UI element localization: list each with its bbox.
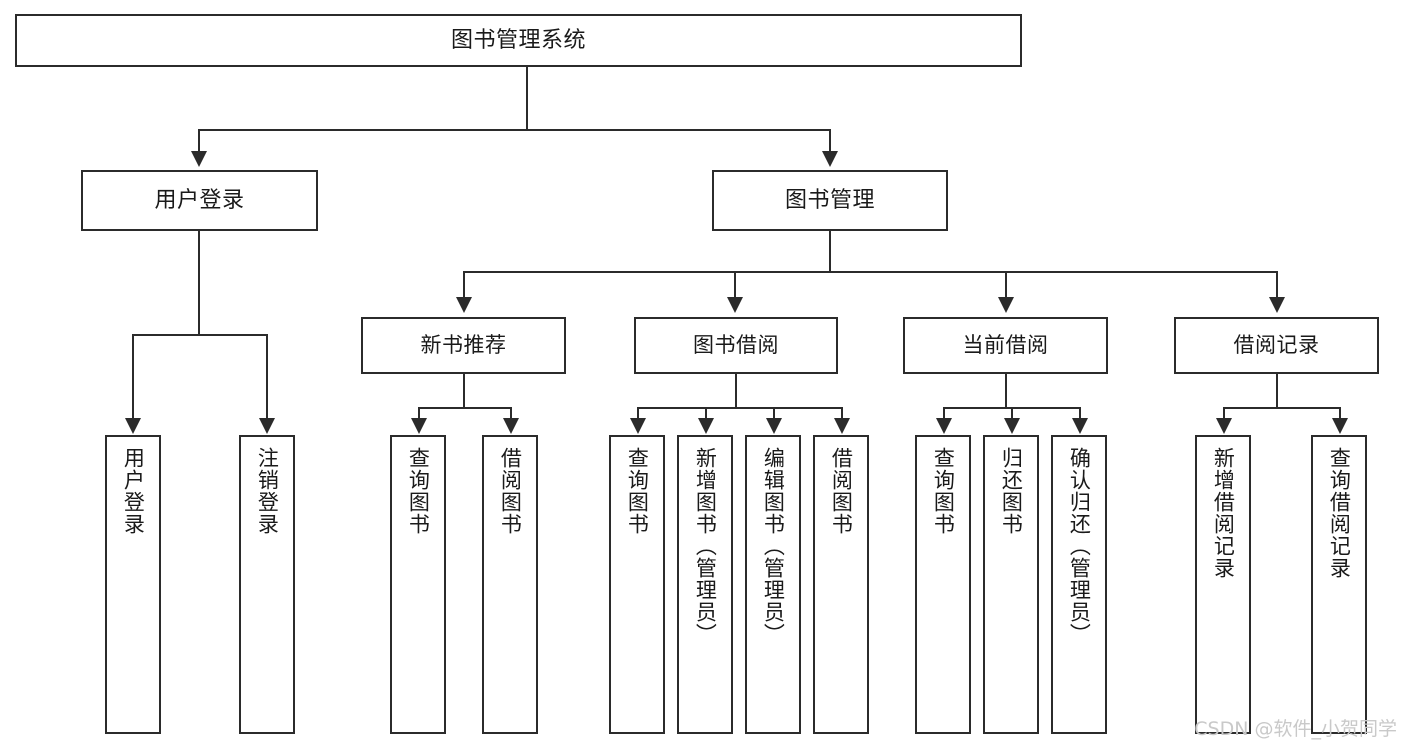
node-leaf-return-book-label: 归还图书 bbox=[999, 447, 1024, 535]
watermark: CSDN @软件_小贺同学 bbox=[1194, 718, 1397, 740]
edge-cb-to-leaf2 bbox=[1011, 407, 1013, 420]
node-leaf-borrow-book-1[interactable]: 借阅图书 bbox=[482, 435, 538, 734]
edge-root-bus bbox=[198, 129, 830, 131]
node-book-borrow-label: 图书借阅 bbox=[693, 333, 779, 358]
node-leaf-add-book[interactable]: 新增图书（管理员） bbox=[677, 435, 733, 734]
node-leaf-edit-book[interactable]: 编辑图书（管理员） bbox=[745, 435, 801, 734]
arrow-root-to-book-management bbox=[822, 151, 838, 167]
edge-user-login-to-leaf2 bbox=[266, 334, 268, 420]
arrow-bb-to-leaf3 bbox=[766, 418, 782, 434]
arrow-br-to-leaf1 bbox=[1216, 418, 1232, 434]
edge-bb-to-leaf1 bbox=[637, 407, 639, 420]
arrow-user-login-to-leaf1 bbox=[125, 418, 141, 434]
arrow-bm-to-current-borrow bbox=[998, 297, 1014, 313]
edge-bm-to-book-borrow bbox=[734, 271, 736, 299]
arrow-cb-to-leaf3 bbox=[1072, 418, 1088, 434]
edge-book-borrow-bus bbox=[637, 407, 842, 409]
edge-current-borrow-stem bbox=[1005, 374, 1007, 408]
node-current-borrow-label: 当前借阅 bbox=[962, 333, 1049, 358]
node-borrow-record[interactable]: 借阅记录 bbox=[1174, 317, 1379, 374]
node-user-login[interactable]: 用户登录 bbox=[81, 170, 318, 231]
node-leaf-query-book-1-label: 查询图书 bbox=[406, 447, 431, 535]
node-leaf-logout-label: 注销登录 bbox=[255, 447, 280, 535]
edge-user-login-to-leaf1 bbox=[132, 334, 134, 420]
node-new-book-recommend[interactable]: 新书推荐 bbox=[361, 317, 566, 374]
node-leaf-user-login-label: 用户登录 bbox=[121, 447, 146, 535]
edge-new-book-stem bbox=[463, 374, 465, 408]
edge-book-management-stem bbox=[829, 231, 831, 272]
edge-root-to-book-management bbox=[829, 129, 831, 153]
edge-bb-to-leaf3 bbox=[773, 407, 775, 420]
node-leaf-add-book-label: 新增图书（管理员） bbox=[693, 447, 718, 645]
node-leaf-query-book-1[interactable]: 查询图书 bbox=[390, 435, 446, 734]
edge-br-to-leaf1 bbox=[1223, 407, 1225, 420]
edge-br-to-leaf2 bbox=[1339, 407, 1341, 420]
edge-root-stem bbox=[526, 67, 528, 130]
arrow-bm-to-new-book bbox=[456, 297, 472, 313]
edge-root-to-user-login bbox=[198, 129, 200, 153]
node-leaf-user-login[interactable]: 用户登录 bbox=[105, 435, 161, 734]
arrow-bb-to-leaf2 bbox=[698, 418, 714, 434]
edge-cb-to-leaf1 bbox=[943, 407, 945, 420]
node-book-management[interactable]: 图书管理 bbox=[712, 170, 948, 231]
edge-book-borrow-stem bbox=[735, 374, 737, 408]
node-root[interactable]: 图书管理系统 bbox=[15, 14, 1022, 67]
node-leaf-query-book-3-label: 查询图书 bbox=[931, 447, 956, 535]
node-leaf-edit-book-label: 编辑图书（管理员） bbox=[761, 447, 786, 645]
node-leaf-borrow-book-1-label: 借阅图书 bbox=[498, 447, 523, 535]
node-leaf-add-record[interactable]: 新增借阅记录 bbox=[1195, 435, 1251, 734]
edge-user-login-bus bbox=[132, 334, 266, 336]
edge-user-login-stem bbox=[198, 231, 200, 335]
edge-book-management-bus bbox=[463, 271, 1277, 273]
node-leaf-confirm-return-label: 确认归还（管理员） bbox=[1067, 447, 1092, 645]
arrow-new-book-to-leaf1 bbox=[411, 418, 427, 434]
edge-bm-to-new-book bbox=[463, 271, 465, 299]
node-leaf-query-book-2-label: 查询图书 bbox=[625, 447, 650, 535]
edge-borrow-record-stem bbox=[1276, 374, 1278, 408]
edge-new-book-to-leaf1 bbox=[418, 407, 420, 420]
node-book-borrow[interactable]: 图书借阅 bbox=[634, 317, 838, 374]
node-leaf-return-book[interactable]: 归还图书 bbox=[983, 435, 1039, 734]
node-leaf-query-record-label: 查询借阅记录 bbox=[1327, 447, 1352, 579]
arrow-bb-to-leaf4 bbox=[834, 418, 850, 434]
arrow-bm-to-borrow-record bbox=[1269, 297, 1285, 313]
node-leaf-confirm-return[interactable]: 确认归还（管理员） bbox=[1051, 435, 1107, 734]
arrow-root-to-user-login bbox=[191, 151, 207, 167]
node-root-label: 图书管理系统 bbox=[450, 27, 586, 53]
node-leaf-borrow-book-2-label: 借阅图书 bbox=[829, 447, 854, 535]
edge-bb-to-leaf4 bbox=[841, 407, 843, 420]
node-current-borrow[interactable]: 当前借阅 bbox=[903, 317, 1108, 374]
arrow-cb-to-leaf1 bbox=[936, 418, 952, 434]
arrow-bm-to-book-borrow bbox=[727, 297, 743, 313]
node-new-book-recommend-label: 新书推荐 bbox=[420, 333, 507, 358]
node-leaf-add-record-label: 新增借阅记录 bbox=[1211, 447, 1236, 579]
node-borrow-record-label: 借阅记录 bbox=[1233, 333, 1320, 358]
edge-bm-to-borrow-record bbox=[1276, 271, 1278, 299]
arrow-user-login-to-leaf2 bbox=[259, 418, 275, 434]
node-leaf-query-book-3[interactable]: 查询图书 bbox=[915, 435, 971, 734]
arrow-bb-to-leaf1 bbox=[630, 418, 646, 434]
node-leaf-query-record[interactable]: 查询借阅记录 bbox=[1311, 435, 1367, 734]
node-book-management-label: 图书管理 bbox=[784, 187, 875, 213]
edge-cb-to-leaf3 bbox=[1079, 407, 1081, 420]
arrow-br-to-leaf2 bbox=[1332, 418, 1348, 434]
edge-bm-to-current-borrow bbox=[1005, 271, 1007, 299]
arrow-new-book-to-leaf2 bbox=[503, 418, 519, 434]
edge-new-book-bus bbox=[418, 407, 510, 409]
edge-new-book-to-leaf2 bbox=[510, 407, 512, 420]
node-leaf-logout[interactable]: 注销登录 bbox=[239, 435, 295, 734]
arrow-cb-to-leaf2 bbox=[1004, 418, 1020, 434]
node-leaf-borrow-book-2[interactable]: 借阅图书 bbox=[813, 435, 869, 734]
node-user-login-label: 用户登录 bbox=[154, 187, 245, 213]
edge-bb-to-leaf2 bbox=[705, 407, 707, 420]
edge-borrow-record-bus bbox=[1223, 407, 1339, 409]
node-leaf-query-book-2[interactable]: 查询图书 bbox=[609, 435, 665, 734]
